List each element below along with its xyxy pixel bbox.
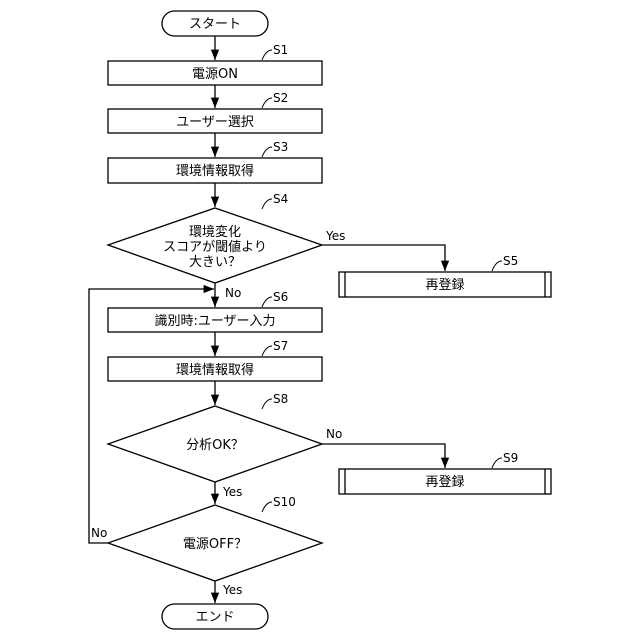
decision-s4-line1: 環境変化: [189, 224, 241, 240]
step-s5-text: 再登録: [425, 278, 464, 293]
step-s10-label: S10: [273, 495, 296, 509]
step-s3-text: 環境情報取得: [176, 163, 254, 179]
step-s9-label: S9: [503, 451, 518, 465]
step-s7-text: 環境情報取得: [176, 362, 254, 378]
edge-s8-no-s9: [322, 444, 445, 468]
step-s1-text: 電源ON: [192, 67, 238, 82]
end-terminal: エンド: [162, 604, 268, 629]
step-s10-leader: [262, 502, 272, 512]
edge-s8-no-label: No: [326, 427, 342, 441]
edge-s8-yes-label: Yes: [222, 485, 242, 499]
step-s4-label: S4: [273, 192, 288, 206]
start-terminal: スタート: [162, 11, 268, 36]
step-s3-label: S3: [273, 140, 288, 154]
decision-s10: 電源OFF？: [108, 505, 322, 581]
decision-s4-line3: 大きい？: [189, 255, 241, 270]
step-s2-box: ユーザー選択: [108, 109, 322, 133]
step-s4-leader: [262, 199, 272, 209]
step-s2-leader: [262, 98, 272, 108]
step-s5-leader: [492, 261, 502, 271]
decision-s8: 分析OK？: [108, 406, 322, 482]
step-s1-label: S1: [273, 43, 288, 57]
start-label: スタート: [189, 17, 241, 32]
step-s3-leader: [262, 147, 272, 157]
edge-s10-yes-label: Yes: [222, 583, 242, 597]
edge-s4-yes-s5: [322, 245, 445, 271]
decision-s8-text: 分析OK？: [186, 438, 244, 453]
edge-s10-no-label: No: [91, 526, 107, 540]
decision-s10-text: 電源OFF？: [183, 537, 247, 552]
edge-s4-yes-label: Yes: [325, 229, 345, 243]
step-s2-text: ユーザー選択: [176, 115, 254, 130]
step-s6-leader: [262, 297, 272, 307]
step-s7-leader: [262, 346, 272, 356]
step-s6-label: S6: [273, 290, 288, 304]
edge-s4-no-label: No: [225, 286, 241, 300]
step-s6-box: 識別時:ユーザー入力: [108, 308, 322, 332]
decision-s4: 環境変化 スコアが閾値より 大きい？: [108, 208, 322, 283]
step-s6-text: 識別時:ユーザー入力: [154, 314, 275, 329]
step-s7-label: S7: [273, 339, 288, 353]
step-s9-leader: [492, 458, 502, 468]
step-s8-label: S8: [273, 392, 288, 406]
decision-s4-line2: スコアが閾値より: [163, 239, 267, 255]
step-s5-box: 再登録: [339, 272, 551, 297]
step-s2-label: S2: [273, 91, 288, 105]
step-s5-label: S5: [503, 254, 518, 268]
step-s9-text: 再登録: [425, 475, 464, 490]
step-s7-box: 環境情報取得: [108, 357, 322, 381]
step-s9-box: 再登録: [339, 469, 551, 494]
step-s1-box: 電源ON: [108, 61, 322, 85]
end-label: エンド: [195, 610, 234, 625]
step-s3-box: 環境情報取得: [108, 158, 322, 183]
step-s1-leader: [262, 50, 272, 60]
step-s8-leader: [262, 399, 272, 409]
